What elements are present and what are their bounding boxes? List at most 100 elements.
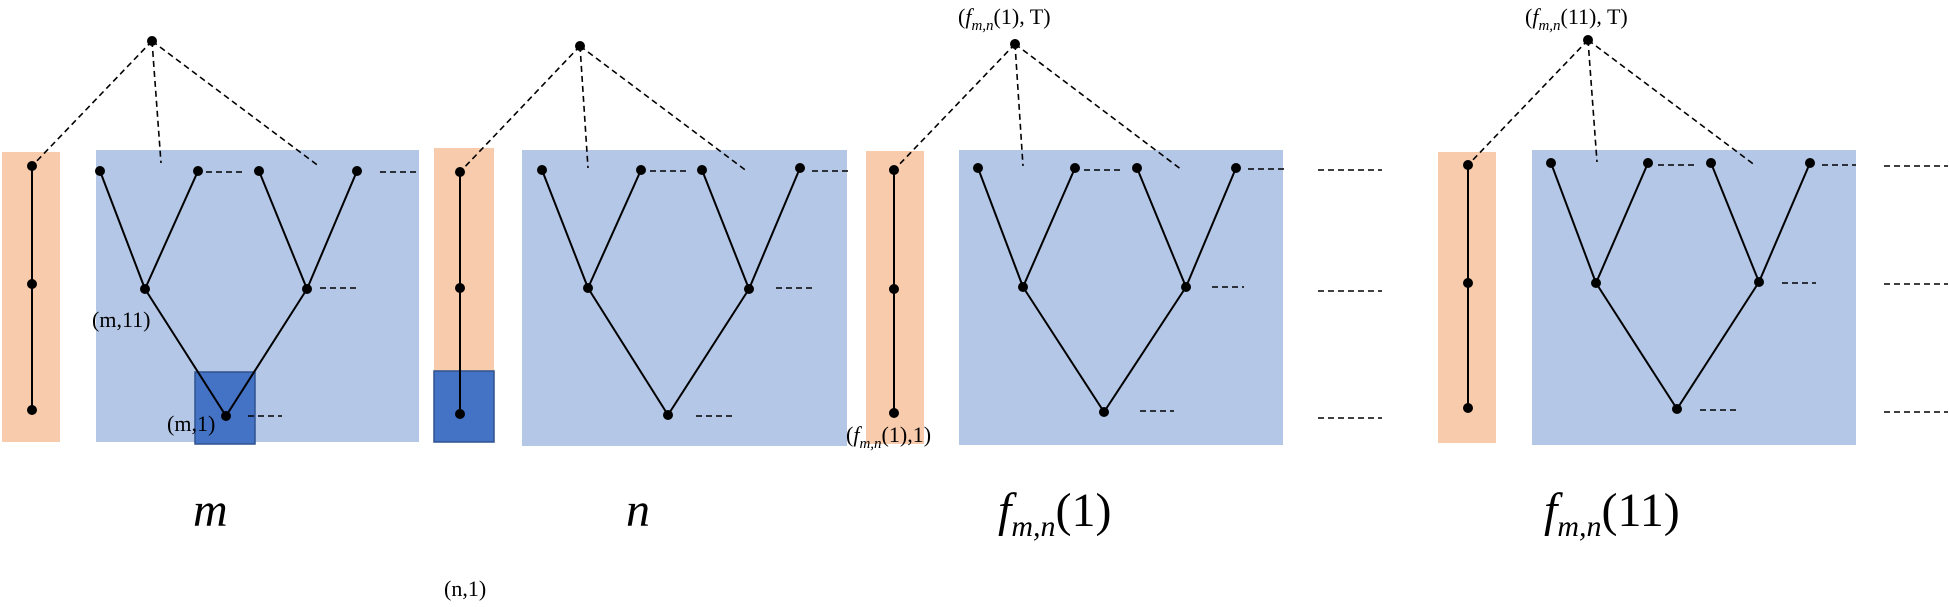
tree-node — [697, 165, 707, 175]
tree-node — [193, 166, 203, 176]
panel-caption: fm,n(1) — [998, 484, 1111, 543]
root-node — [1010, 39, 1020, 49]
panel-f1: (fm,n(1), T) (fm,n(1),1) fm,n(1) — [846, 4, 1284, 543]
dashed-edge — [151, 40, 321, 168]
dashed-edge — [151, 40, 162, 164]
chain-node — [1463, 160, 1473, 170]
tree-node — [140, 284, 150, 294]
chain-node — [27, 161, 37, 171]
tree-edge — [1595, 282, 1678, 410]
chain-node — [889, 408, 899, 418]
tree-node — [636, 165, 646, 175]
tree-node — [537, 165, 547, 175]
tree-node — [95, 166, 105, 176]
tree-edge — [701, 169, 750, 290]
chain-node — [455, 167, 465, 177]
chain-node — [27, 405, 37, 415]
panel-caption: m — [193, 484, 228, 537]
tree-edge — [99, 170, 146, 290]
chain-node — [889, 165, 899, 175]
tree-edge — [1676, 281, 1760, 410]
tree-node — [1231, 163, 1241, 173]
chain-node — [1463, 278, 1473, 288]
tree-node — [1643, 158, 1653, 168]
tree-edge — [1136, 167, 1187, 288]
tree-node — [1546, 158, 1556, 168]
tree-node — [302, 284, 312, 294]
dashed-edge — [31, 40, 153, 167]
tree-node — [663, 410, 673, 420]
chain-node — [455, 283, 465, 293]
tree-node — [1672, 404, 1682, 414]
dashed-edge — [459, 45, 581, 173]
chain-node — [27, 279, 37, 289]
node-label: (m,1) — [167, 411, 215, 436]
tree-edge — [258, 170, 308, 290]
tree-node — [1132, 163, 1142, 173]
panel-caption: n — [626, 484, 650, 537]
tree-edge — [225, 288, 308, 417]
continuation-dashes-right — [1884, 165, 1948, 413]
tree-node — [221, 411, 231, 421]
panel-n: (n,1) n — [433, 41, 848, 601]
dashed-edge — [1467, 39, 1589, 166]
tree-edge — [144, 288, 227, 417]
dashed-edge — [579, 45, 749, 173]
blue-region — [522, 150, 847, 446]
tree-node — [1805, 158, 1815, 168]
tree-edge — [1550, 162, 1597, 284]
tree-edge — [1758, 162, 1811, 283]
tree-edge — [1022, 286, 1105, 413]
dashed-edge — [1587, 39, 1598, 163]
tree-edge — [1103, 286, 1187, 413]
panel-f11: (fm,n(11), T) fm,n(11) — [1438, 4, 1856, 543]
tree-edge — [541, 169, 589, 289]
tree-node — [1018, 282, 1028, 292]
tree-edge — [144, 170, 199, 290]
tree-edge — [1595, 162, 1649, 284]
panel-caption: fm,n(11) — [1544, 484, 1680, 543]
node-label: (n,1) — [444, 576, 486, 601]
tree-node — [744, 284, 754, 294]
dashed-edge — [1014, 43, 1183, 171]
tree-edge — [1710, 162, 1760, 283]
tree-edge — [587, 287, 669, 416]
tree-edge — [1022, 167, 1076, 288]
tree-node — [352, 166, 362, 176]
continuation-dashes — [1318, 169, 1382, 419]
chain-node — [889, 284, 899, 294]
tree-edge — [977, 167, 1024, 288]
node-label: (fm,n(1),1) — [846, 422, 931, 452]
node-label: (m,11) — [92, 307, 150, 332]
tree-edge — [306, 170, 358, 290]
tree-edge — [1185, 167, 1237, 288]
tree-edge — [748, 167, 801, 290]
tree-node — [1099, 407, 1109, 417]
root-node — [1583, 35, 1593, 45]
root-node — [575, 41, 585, 51]
tree-node — [254, 166, 264, 176]
blue-region — [959, 150, 1283, 445]
chain-node — [455, 409, 465, 419]
tree-edge — [667, 288, 750, 416]
tree-node — [1181, 282, 1191, 292]
tree-node — [583, 283, 593, 293]
tree-node — [1070, 163, 1080, 173]
panel-m: (m,11) (m,1) m — [2, 36, 419, 537]
dashed-edge — [893, 43, 1016, 171]
dashed-edge — [1587, 39, 1757, 167]
tree-edge — [587, 169, 642, 289]
blue-region — [96, 150, 419, 442]
blue-region — [1532, 150, 1856, 445]
tree-node — [973, 163, 983, 173]
highlight-box — [433, 370, 495, 443]
tree-node — [1754, 277, 1764, 287]
tree-node — [1706, 158, 1716, 168]
node-label: (fm,n(11), T) — [1525, 4, 1628, 34]
root-node — [147, 36, 157, 46]
tree-node — [1591, 278, 1601, 288]
chain-node — [1463, 403, 1473, 413]
tree-node — [795, 163, 805, 173]
dashed-edge — [1014, 43, 1024, 167]
